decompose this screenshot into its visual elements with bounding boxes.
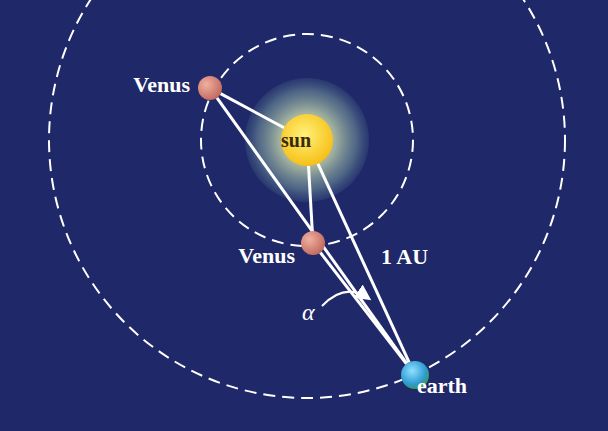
- angle-label: α: [302, 300, 315, 324]
- distance-label: 1 AU: [381, 246, 428, 268]
- venus-orbit: [201, 34, 413, 246]
- planet-label: earth: [417, 375, 467, 397]
- planet-label: Venus: [133, 74, 190, 96]
- planet-circle: Venus: [198, 76, 222, 100]
- sun-circle: sun: [281, 114, 333, 166]
- sight-line: [221, 94, 285, 128]
- sight-line: [309, 166, 313, 231]
- sight-line: [217, 98, 407, 364]
- planet-circle: earth: [401, 361, 429, 389]
- sight-line: [320, 252, 406, 363]
- earth-orbit: [49, 0, 565, 398]
- sun-glow: [245, 78, 369, 202]
- planet-circle: Venus: [301, 231, 325, 255]
- sun-label: sun: [281, 130, 311, 150]
- planet-label: Venus: [238, 245, 295, 267]
